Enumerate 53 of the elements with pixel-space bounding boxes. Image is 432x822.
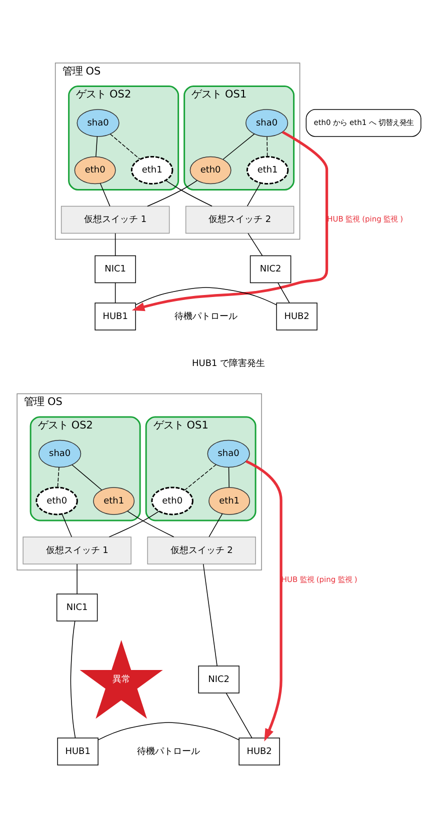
node-box: HUB1 <box>94 302 136 330</box>
node-box: 仮想スイッチ 2 <box>185 206 294 234</box>
connector <box>96 136 98 157</box>
node-ellipse: eth1 <box>130 156 174 184</box>
node-ellipse: eth1 <box>246 156 289 184</box>
label: 待機パトロール <box>137 746 200 757</box>
connector <box>222 134 255 160</box>
connector <box>98 722 240 740</box>
node-box: 仮想スイッチ 2 <box>147 536 256 564</box>
node-ellipse: eth0 <box>151 486 194 516</box>
node-ellipse: sha0 <box>38 440 82 468</box>
connector <box>110 134 140 160</box>
connector <box>278 282 290 304</box>
node-ellipse: eth0 <box>190 156 232 184</box>
connector <box>226 692 252 738</box>
node-box: HUB1 <box>57 738 98 766</box>
connector <box>72 464 102 490</box>
connector <box>62 514 72 538</box>
label: HUB1 で障害発生 <box>192 359 266 370</box>
node-box: HUB2 <box>238 738 280 766</box>
connector <box>70 620 76 738</box>
connector <box>228 467 230 488</box>
node-box: NIC1 <box>56 594 98 622</box>
label: 待機パトロール <box>174 312 238 322</box>
connector <box>100 182 110 207</box>
arrow <box>245 460 282 742</box>
node-ellipse: eth0 <box>74 156 116 184</box>
connector <box>248 232 263 256</box>
node-ellipse: eth1 <box>93 487 135 515</box>
edge-label: HUB 監視 (ping 監視 ) <box>327 214 404 224</box>
connector <box>266 136 268 157</box>
connector <box>114 282 116 304</box>
connector <box>135 287 277 306</box>
connector <box>114 232 116 256</box>
connector <box>76 564 78 594</box>
connector <box>246 182 261 206</box>
node-box: NIC2 <box>198 666 240 694</box>
node-ellipse: sha0 <box>207 440 250 468</box>
node-ellipse: sha0 <box>246 109 288 137</box>
connector <box>184 464 216 490</box>
node-box: NIC2 <box>250 255 292 284</box>
arrow <box>132 130 328 312</box>
node-ellipse: sha0 <box>76 109 120 137</box>
connector <box>208 513 223 538</box>
node-ellipse: eth0 <box>36 486 78 516</box>
node-box: eth0 から eth1 へ 切替え発生 <box>306 109 422 137</box>
node-ellipse: eth1 <box>208 487 250 515</box>
node-box: NIC1 <box>94 255 136 284</box>
node-box: HUB2 <box>276 302 318 330</box>
node-box: 仮想スイッチ 1 <box>22 536 132 564</box>
node-box: 仮想スイッチ 1 <box>60 206 170 234</box>
connector <box>57 466 60 488</box>
connector <box>202 564 218 666</box>
